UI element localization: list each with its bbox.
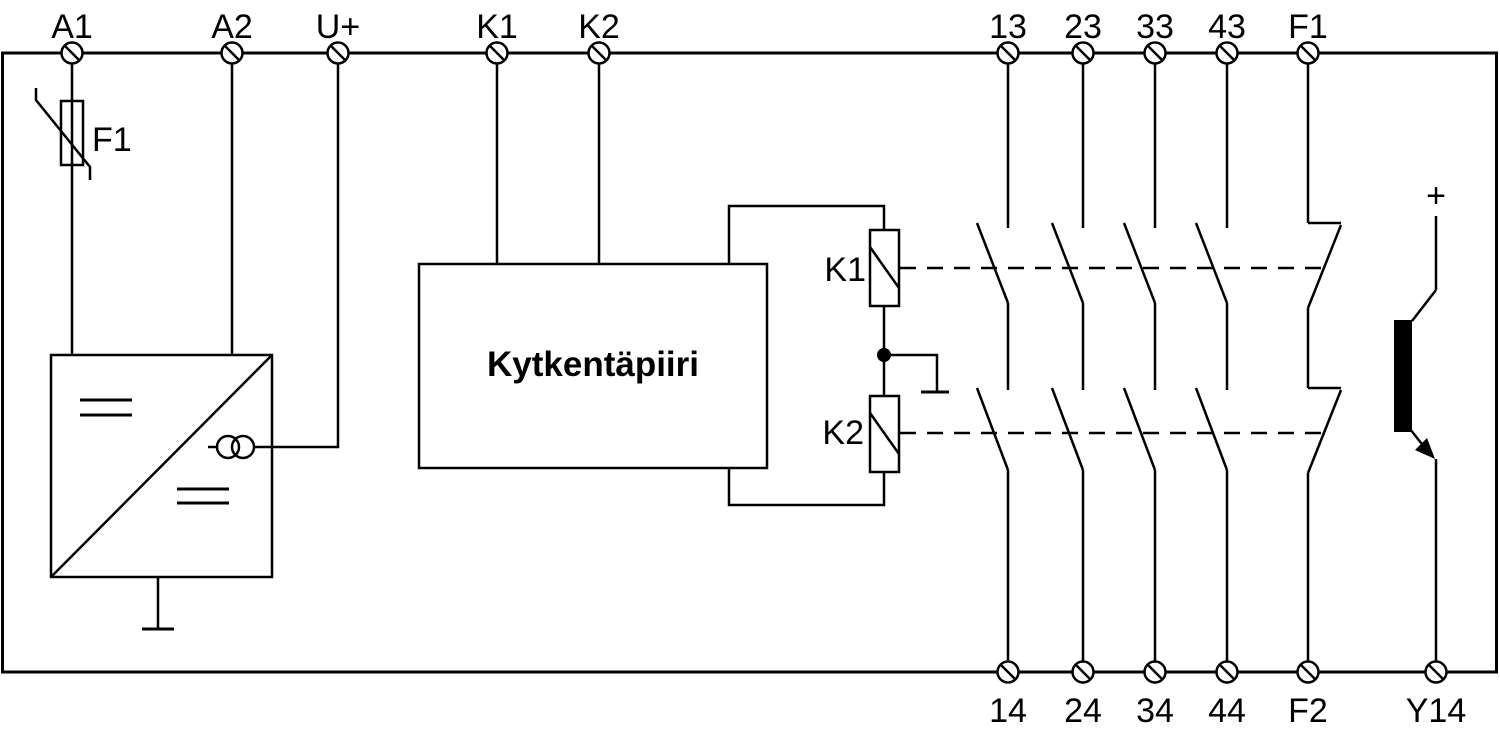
terminal-slash: [223, 44, 241, 62]
power-supply-block: [49, 353, 274, 579]
contact-blade-k1: [1050, 222, 1085, 304]
terminal-slash: [1146, 44, 1164, 62]
relay-coil-section: K1 K2: [727, 204, 1322, 507]
fuse-strike: [34, 88, 92, 180]
transformer-icon: [208, 434, 272, 460]
terminal-slash: [329, 44, 347, 62]
terminal-label-13: 13: [989, 8, 1027, 46]
terminal-label-y14: Y14: [1406, 692, 1467, 730]
earth-ground-icon: [884, 353, 949, 394]
coil-diagonal-k2: [868, 412, 901, 455]
terminal-a1: [60, 41, 84, 65]
no-contact-column-43-44: [1194, 63, 1229, 662]
terminal-slash: [999, 663, 1017, 681]
relay-coil-k2: [868, 394, 901, 474]
contact-blade-k2: [1050, 387, 1085, 471]
terminal-44: [1215, 660, 1239, 684]
terminal-label-k2: K2: [578, 8, 620, 46]
fuse-varistor-icon: [34, 88, 92, 180]
terminal-label-33: 33: [1136, 8, 1174, 46]
contact-blade-k2: [975, 387, 1010, 471]
terminal-slash: [1299, 44, 1317, 62]
relay-coil-k2-label: K2: [822, 414, 864, 452]
switching-circuit-block: [417, 262, 769, 470]
contact-blade-k2: [1122, 387, 1157, 471]
output-arrow-head: [1415, 438, 1435, 459]
terminal-f2: [1296, 660, 1320, 684]
relay-coil-k1: [868, 228, 901, 308]
terminal-14: [996, 660, 1020, 684]
terminal-33: [1143, 41, 1167, 65]
earth-ground-icon: [142, 577, 174, 631]
terminal-label-k1: K1: [476, 8, 518, 46]
power-supply-diagonal: [50, 354, 273, 578]
semiconductor-bar-icon: [1394, 320, 1412, 432]
terminal-label-f1: F1: [1288, 8, 1328, 46]
terminal-label-44: 44: [1208, 692, 1246, 730]
terminal-slash: [1218, 44, 1236, 62]
semiconductor-output: +: [1394, 177, 1446, 662]
transformer-coil: [215, 434, 241, 460]
terminal-slash: [1218, 663, 1236, 681]
ground-lead: [884, 353, 939, 392]
fuse-label: F1: [92, 121, 132, 159]
contact-blade-k1: [1194, 222, 1229, 304]
supply-section: F1: [34, 63, 340, 631]
device-enclosure-outline: [1, 51, 1498, 674]
terminal-34: [1143, 660, 1167, 684]
terminal-label-34: 34: [1136, 692, 1174, 730]
terminal-slash: [1299, 663, 1317, 681]
plus-supply-label: +: [1426, 177, 1446, 215]
terminals-bottom: [996, 660, 1448, 684]
contact-blade-k1: [1306, 224, 1343, 309]
terminal-label-24: 24: [1064, 692, 1102, 730]
contact-blade-k1: [1122, 222, 1157, 304]
terminal-label-u-plus: U+: [316, 8, 360, 46]
terminal-23: [1071, 41, 1095, 65]
terminal-slash: [999, 44, 1017, 62]
terminal-slash: [1146, 663, 1164, 681]
terminals-top: [60, 41, 1320, 65]
terminal-slash: [1427, 663, 1445, 681]
nc-contact-column-f1-f2: [1306, 63, 1343, 662]
terminal-slash: [488, 44, 506, 62]
relay-coil-k1-label: K1: [824, 251, 866, 289]
terminal-label-f2: F2: [1288, 692, 1328, 730]
terminal-label-a2: A2: [211, 8, 253, 46]
wire-u-plus: [272, 63, 340, 449]
terminal-13: [996, 41, 1020, 65]
terminal-label-43: 43: [1208, 8, 1246, 46]
output-diagonal-top: [1411, 289, 1437, 322]
terminal-label-a1: A1: [51, 8, 93, 46]
terminal-a2: [220, 41, 244, 65]
terminal-labels-top: A1 A2 U+ K1 K2 13 23 33 43 F1: [51, 8, 1328, 46]
terminal-label-14: 14: [989, 692, 1027, 730]
wire-coil-drive-bottom: [727, 468, 886, 507]
terminal-f1: [1296, 41, 1320, 65]
switching-circuit-label: Kytkentäpiiri: [487, 345, 699, 384]
no-contact-column-23-24: [1050, 63, 1085, 662]
coil-diagonal-k1: [868, 246, 901, 289]
terminal-24: [1071, 660, 1095, 684]
terminal-labels-bottom: 14 24 34 44 F2 Y14: [989, 692, 1466, 730]
no-contact-column-13-14: [975, 63, 1010, 662]
contact-blade-k2: [1194, 387, 1229, 471]
contact-blade-k1: [975, 222, 1010, 304]
terminal-y14: [1424, 660, 1448, 684]
terminal-slash: [1074, 44, 1092, 62]
terminal-slash: [63, 44, 81, 62]
terminal-u-plus: [326, 41, 350, 65]
terminal-k2: [587, 41, 611, 65]
terminal-43: [1215, 41, 1239, 65]
terminal-slash: [1074, 663, 1092, 681]
contact-blade-k2: [1306, 389, 1343, 474]
no-contact-column-33-34: [1122, 63, 1157, 662]
switching-circuit-section: Kytkentäpiiri: [417, 63, 769, 470]
wire-coil-drive-top: [727, 204, 886, 264]
terminal-slash: [590, 44, 608, 62]
terminal-label-23: 23: [1064, 8, 1102, 46]
terminal-k1: [485, 41, 509, 65]
